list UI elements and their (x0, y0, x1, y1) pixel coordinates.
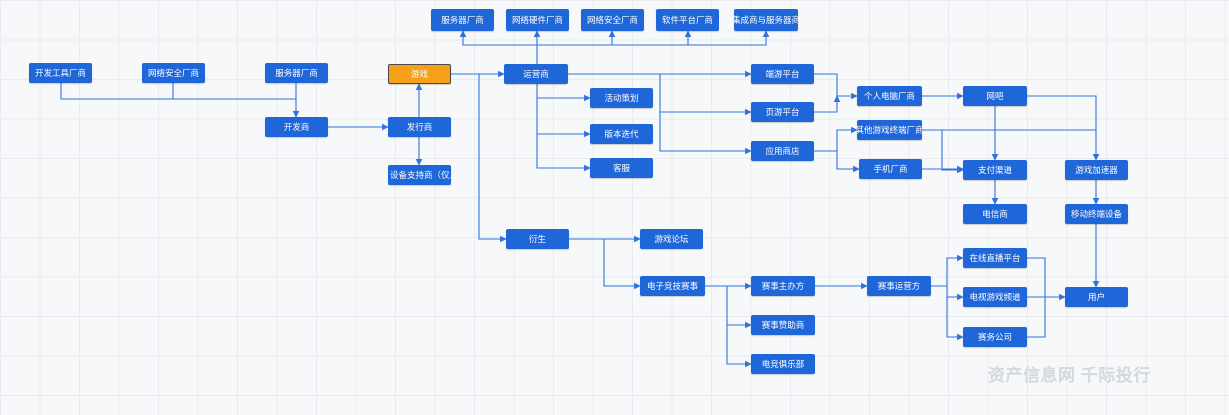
node-event-host[interactable]: 赛事主办方 (751, 276, 815, 296)
connector-line (922, 129, 964, 174)
node-server-vendor-left[interactable]: 服务器厂商 (265, 63, 328, 83)
watermark: 资产信息网 千际投行 (988, 366, 1151, 385)
node-version-iteration[interactable]: 版本迭代 (590, 124, 653, 144)
connector-line (603, 239, 641, 290)
node-pc-vendor[interactable]: 个人电脑厂商 (857, 86, 922, 106)
node-developer[interactable]: 开发商 (265, 117, 328, 137)
connector-line (726, 286, 752, 329)
connector-line (459, 30, 538, 64)
node-integrator-server-vendor[interactable]: 集成商与服务器商 (734, 9, 798, 31)
connector-line (922, 129, 1100, 161)
node-publisher[interactable]: 发行商 (388, 117, 451, 137)
node-derivative[interactable]: 衍生 (506, 229, 569, 249)
node-game-forum[interactable]: 游戏论坛 (640, 229, 703, 249)
node-web-platform[interactable]: 页游平台 (751, 102, 814, 122)
connector-line (814, 95, 841, 113)
connector-line (659, 112, 752, 155)
connector-line (537, 30, 770, 46)
connector-line (814, 126, 858, 152)
connector-line (726, 325, 752, 368)
node-mobile-device[interactable]: 移动终端设备 (1065, 204, 1128, 224)
node-game-accelerator[interactable]: 游戏加速器 (1065, 160, 1128, 180)
node-live-platform[interactable]: 在线直播平台 (963, 248, 1027, 268)
node-device-support[interactable]: 设备支持商（仅... (388, 165, 451, 185)
node-esports-club[interactable]: 电竞俱乐部 (751, 354, 815, 374)
node-network-security-vendor-left[interactable]: 网络安全厂商 (142, 63, 205, 83)
node-app-store[interactable]: 应用商店 (751, 141, 814, 161)
connector-line (1027, 95, 1097, 130)
connector-line (814, 73, 858, 100)
node-operator[interactable]: 运营商 (504, 64, 568, 84)
connector-line (931, 254, 964, 287)
node-customer-service[interactable]: 客服 (590, 158, 653, 178)
node-dev-tool-vendor[interactable]: 开发工具厂商 (29, 63, 92, 83)
node-payment-channel[interactable]: 支付渠道 (963, 160, 1027, 180)
node-other-terminal-vendor[interactable]: 其他游戏终端厂商 (857, 120, 922, 140)
node-event-sponsor[interactable]: 赛事赞助商 (751, 315, 815, 335)
connector-line (60, 83, 300, 118)
node-server-vendor-top[interactable]: 服务器厂商 (431, 9, 494, 31)
node-esports-event[interactable]: 电子竞技赛事 (640, 276, 705, 296)
node-event-planning[interactable]: 活动策划 (590, 88, 653, 108)
connector-line (946, 297, 964, 341)
node-tv-game-channel[interactable]: 电视游戏频道 (963, 287, 1027, 307)
node-network-security-vendor-top[interactable]: 网络安全厂商 (581, 9, 644, 31)
node-network-hardware-vendor[interactable]: 网络硬件厂商 (506, 9, 569, 31)
connector-line (1027, 297, 1046, 338)
node-game[interactable]: 游戏 (388, 64, 451, 84)
node-phone-vendor[interactable]: 手机厂商 (859, 159, 922, 179)
connector-line (536, 84, 591, 172)
connector-line (478, 74, 507, 243)
node-event-operator[interactable]: 赛事运营方 (867, 276, 931, 296)
connector-line (537, 30, 616, 46)
connector-line (946, 286, 964, 301)
node-client-platform[interactable]: 端游平台 (751, 64, 814, 84)
connector-line (1027, 257, 1046, 297)
node-internet-cafe[interactable]: 网吧 (963, 86, 1027, 106)
node-user[interactable]: 用户 (1065, 287, 1128, 307)
connector-line (659, 74, 752, 116)
node-event-company[interactable]: 赛务公司 (963, 327, 1027, 347)
connector-line (836, 151, 860, 173)
node-software-platform-vendor[interactable]: 软件平台厂商 (656, 9, 719, 31)
node-telecom[interactable]: 电信商 (963, 204, 1027, 224)
